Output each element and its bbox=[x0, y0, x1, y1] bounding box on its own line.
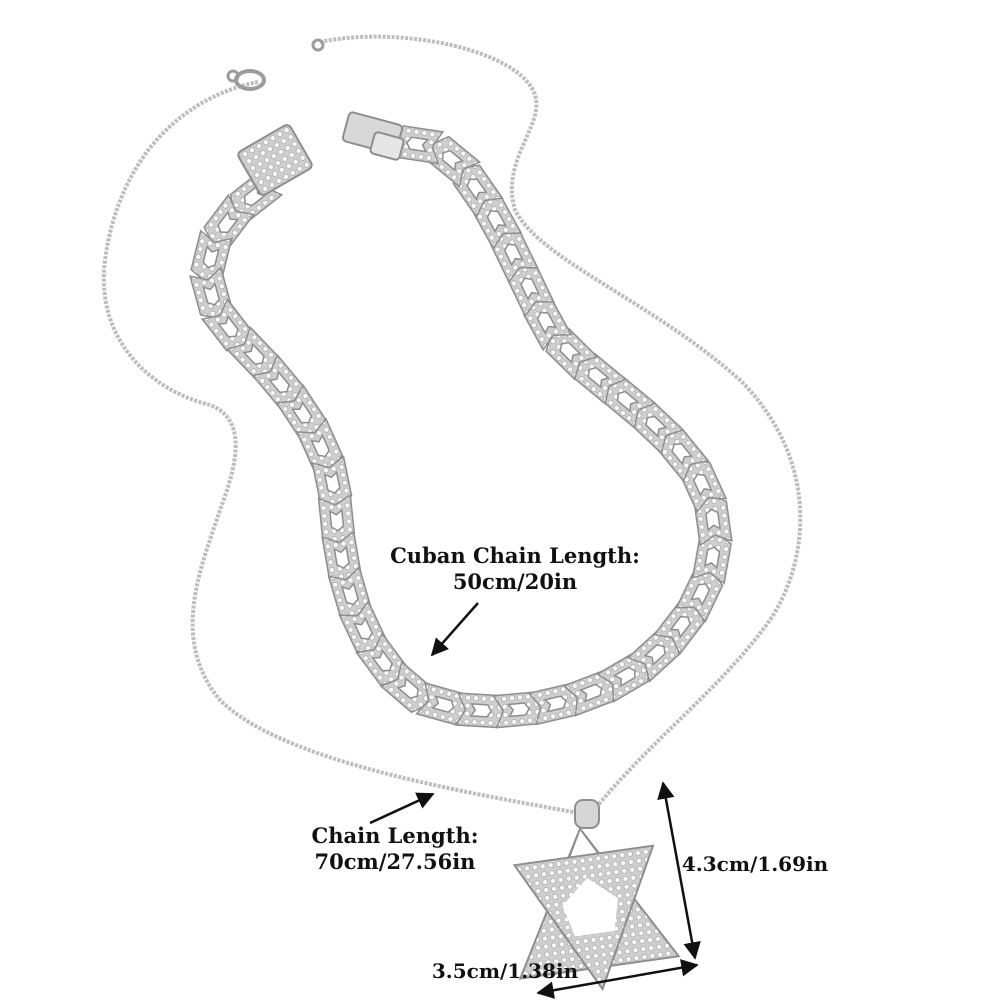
lobster-clasp-icon bbox=[226, 69, 266, 91]
cuban-length-arrow bbox=[430, 602, 479, 657]
cuban-link bbox=[189, 266, 233, 320]
star-of-david-pendant-icon bbox=[512, 826, 681, 992]
pendant-height-arrow bbox=[657, 781, 701, 960]
cuban-link bbox=[452, 164, 504, 218]
chain-length-value: 70cm/27.56in bbox=[314, 849, 476, 874]
box-clasp-icon bbox=[237, 124, 313, 196]
chain-length-arrow bbox=[369, 792, 435, 825]
tongue-clasp bbox=[341, 111, 405, 161]
cuban-chain-length-label: Cuban Chain Length: 50cm/20in bbox=[385, 543, 645, 595]
box-chain bbox=[101, 34, 803, 817]
pendant-bail bbox=[574, 799, 600, 829]
chain-end-ring bbox=[311, 38, 325, 52]
chain-length-label: Chain Length: 70cm/27.56in bbox=[300, 823, 490, 875]
pendant-height-label: 4.3cm/1.69in bbox=[681, 852, 829, 876]
pendant-width-arrow bbox=[536, 959, 699, 999]
chain-length-title: Chain Length: bbox=[311, 823, 479, 848]
cuban-chain-length-title: Cuban Chain Length: bbox=[390, 543, 640, 568]
cuban-chain-length-value: 50cm/20in bbox=[452, 569, 578, 594]
pendant-width-label: 3.5cm/1.38in bbox=[431, 959, 579, 983]
cuban-chain bbox=[189, 125, 733, 729]
